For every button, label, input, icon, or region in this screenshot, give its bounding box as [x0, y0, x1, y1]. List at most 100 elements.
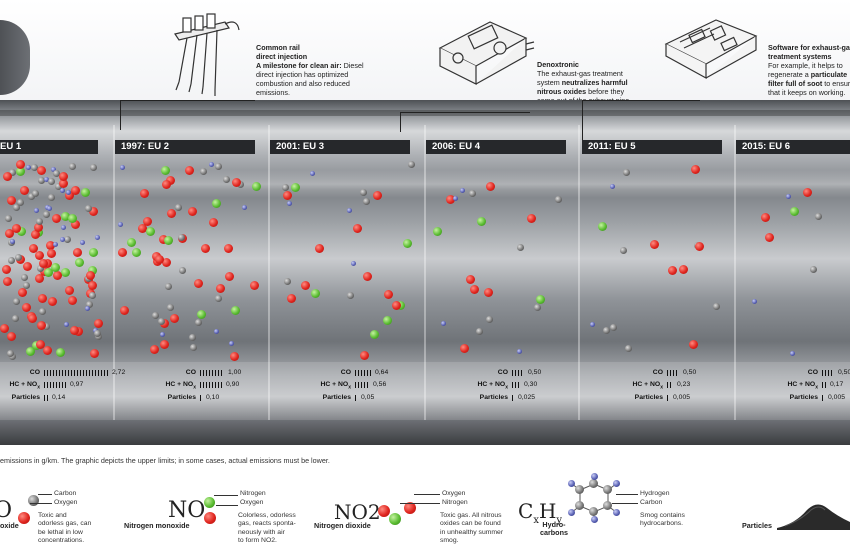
- emission-bar: [200, 382, 222, 388]
- carbon-atom: [809, 266, 817, 273]
- emission-bar: [355, 395, 357, 401]
- oxygen-atom: [188, 206, 198, 216]
- carbon-atom: [89, 163, 97, 171]
- oxygen-atom: [158, 235, 168, 245]
- carbon-atom: [283, 277, 291, 285]
- hydrogen-atom: [347, 208, 353, 214]
- oxygen-atom: [69, 325, 79, 335]
- emission-value: 0,23: [677, 381, 691, 388]
- emission-label: HC + NOx: [632, 381, 663, 391]
- carbon-atom: [360, 188, 368, 196]
- emission-label: Particles: [322, 394, 351, 401]
- nitrogen-atom: [535, 295, 545, 305]
- oxygen-atom: [51, 214, 61, 224]
- label-line: [38, 494, 52, 495]
- nitrogen-atom: [43, 267, 53, 277]
- oxygen-atom: [137, 224, 147, 234]
- particles-name: Particles: [742, 521, 772, 530]
- carbon-atom: [39, 307, 47, 315]
- hydrogen-atom: [84, 306, 90, 312]
- emission-value: 0,50: [683, 369, 697, 376]
- hydrogen-atom: [65, 190, 71, 196]
- co-name: oxide: [0, 521, 19, 530]
- desc-line: odorless gas, can: [38, 520, 92, 528]
- oxygen-atom: [17, 288, 27, 298]
- carbon-atom: [12, 298, 20, 306]
- carbon-atom: [88, 292, 96, 300]
- carbon-atom: [469, 190, 477, 198]
- desc-line: Smog contains: [640, 512, 685, 519]
- callout-software: Software for exhaust-gas treatment syste…: [768, 43, 850, 97]
- nitrogen-atom: [382, 316, 392, 326]
- hc-formula: CxHy: [518, 499, 562, 526]
- hydrogen-atom: [119, 164, 125, 170]
- oxygen-atom: [29, 244, 39, 254]
- oxygen-atom: [37, 321, 47, 331]
- oxygen-atom: [85, 270, 95, 280]
- carbon-atom: [516, 243, 524, 251]
- callout-title: treatment systems: [768, 52, 832, 61]
- hydrogen-atom: [613, 480, 620, 487]
- emission-label-subscript: x: [348, 384, 351, 391]
- emission-label-subscript: x: [37, 384, 40, 391]
- atom-label: Hydrogen: [640, 490, 670, 497]
- carbon-atom: [485, 316, 493, 324]
- emission-value: 2,72: [112, 369, 126, 376]
- desc-line: in unhealthy summer: [440, 528, 504, 536]
- callout-title: Common rail: [256, 43, 300, 52]
- callout-highlight: particulate: [810, 70, 848, 79]
- oxygen-atom: [215, 283, 225, 293]
- carbon-atom: [589, 479, 598, 488]
- carbon-atom: [623, 169, 631, 177]
- hydrogen-atom: [310, 171, 316, 177]
- carbon-atom: [63, 236, 71, 244]
- emission-label: HC + NOx: [787, 381, 818, 391]
- hydrogen-atom: [517, 348, 523, 354]
- emission-label: HC + NOx: [165, 381, 196, 391]
- no2-formula: NO2: [334, 500, 381, 524]
- emission-value: 1,00: [228, 369, 242, 376]
- carbon-atom: [7, 349, 15, 357]
- desc-line: Toxic gas. All nitrous: [440, 512, 502, 519]
- carbon-atom: [282, 184, 290, 192]
- oxygen-atom: [31, 229, 41, 239]
- nitrogen-atom: [164, 235, 174, 245]
- emission-label: CO: [807, 369, 818, 376]
- emission-label-subscript: x: [660, 384, 663, 391]
- nitrogen-atom: [230, 305, 240, 315]
- callout-title: Denoxtronic: [537, 60, 579, 69]
- carbon-atom: [575, 485, 584, 494]
- callout-denoxtronic: Denoxtronic The exhaust-gas treatment sy…: [537, 60, 657, 105]
- oxygen-atom: [460, 344, 470, 354]
- norm-label: 2006: EU 4: [432, 141, 481, 152]
- nitrogen-atom: [789, 206, 799, 216]
- carbon-atom: [5, 214, 13, 222]
- oxygen-atom: [165, 175, 175, 185]
- label-line: [214, 495, 238, 496]
- hc-name-line: carbons: [540, 528, 568, 537]
- emission-bar: [200, 395, 202, 401]
- legend: [0, 470, 850, 560]
- denoxtronic-module-icon: [438, 21, 535, 85]
- hydrogen-atom: [452, 196, 458, 202]
- carbon-atom: [575, 501, 584, 510]
- nitrogen-atom: [87, 266, 97, 276]
- norm-header: 2015: EU 6: [736, 140, 850, 154]
- oxygen-atom: [362, 272, 372, 282]
- nitrogen-atom: [204, 497, 215, 508]
- oxygen-atom: [282, 191, 292, 201]
- carbon-atom: [43, 323, 50, 331]
- hc-name-line: Hydro-: [542, 520, 566, 529]
- carbon-atom: [32, 189, 40, 197]
- emission-label: Particles: [789, 394, 818, 401]
- nitrogen-atom: [476, 217, 486, 227]
- oxygen-atom: [162, 179, 172, 189]
- hydrogen-atom: [214, 329, 220, 335]
- norm-header: 2001: EU 3: [270, 140, 410, 154]
- desc-line: gas, reacts sponta-: [238, 520, 296, 528]
- carbon-atom: [12, 314, 20, 322]
- nitrogen-atom: [17, 227, 27, 237]
